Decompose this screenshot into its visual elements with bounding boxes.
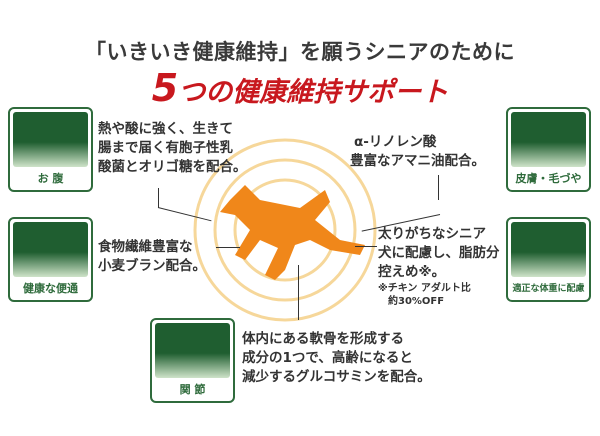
feature-text-joint: 体内にある軟骨を形成する 成分の1つで、高齢になると 減少するグルコサミンを配合… bbox=[242, 330, 431, 387]
feature-card-weight: 適正な体重に配慮 bbox=[506, 217, 591, 302]
feature-text-weight: 太りがちなシニア 犬に配慮し、脂肪分 控えめ※。 ※チキン アダルト比 約30%… bbox=[378, 225, 500, 308]
text-line: 減少するグルコサミンを配合。 bbox=[242, 369, 431, 385]
feature-card-skin-coat: 皮膚・毛づや bbox=[506, 107, 591, 192]
headline: 「いきいき健康維持」を願うシニアのために bbox=[85, 40, 515, 64]
feature-label: お 腹 bbox=[37, 172, 64, 185]
number-five: 5 bbox=[151, 66, 179, 110]
dog-weight-icon bbox=[511, 222, 586, 277]
text-line: 太りがちなシニア bbox=[378, 226, 486, 242]
feature-label: 健康な便通 bbox=[23, 282, 78, 295]
text-line: 豊富なアマニ油配合。 bbox=[350, 153, 485, 169]
ring bbox=[233, 178, 337, 282]
ring bbox=[213, 158, 357, 302]
ring bbox=[193, 138, 377, 322]
text-line: 熱や酸に強く、生きて bbox=[98, 121, 233, 137]
feature-text-skin-coat: α-リノレン酸 豊富なアマニ油配合。 bbox=[350, 133, 485, 171]
text-line: 食物繊維豊富な bbox=[98, 239, 193, 255]
feature-card-bowel: 健康な便通 bbox=[8, 217, 93, 302]
center-dog-illustration bbox=[193, 138, 377, 322]
feature-text-stomach: 熱や酸に強く、生きて 腸まで届く有胞子性乳 酸菌とオリゴ糖を配合。 bbox=[98, 120, 247, 177]
text-line: 控えめ※。 bbox=[378, 264, 446, 280]
feature-label: 皮膚・毛づや bbox=[515, 172, 582, 185]
shiny-dog-icon bbox=[511, 112, 586, 167]
feature-label: 関 節 bbox=[179, 383, 206, 396]
feature-card-joint: 関 節 bbox=[150, 318, 235, 403]
footnote: 約30%OFF bbox=[388, 296, 445, 307]
text-line: 成分の1つで、高齢になると bbox=[242, 350, 413, 366]
text-line: 小麦ブラン配合。 bbox=[98, 258, 206, 274]
text-line: α-リノレン酸 bbox=[354, 134, 437, 150]
feature-label: 適正な体重に配慮 bbox=[512, 284, 585, 294]
dog-silhouette bbox=[220, 185, 365, 280]
feature-text-bowel: 食物繊維豊富な 小麦ブラン配合。 bbox=[98, 238, 206, 276]
text-line: 酸菌とオリゴ糖を配合。 bbox=[98, 159, 247, 175]
intestine-icon bbox=[13, 112, 88, 167]
text-line: 犬に配慮し、脂肪分 bbox=[378, 245, 500, 261]
footnote: ※チキン アダルト比 bbox=[378, 283, 471, 294]
feature-card-stomach: お 腹 bbox=[8, 107, 93, 192]
joint-icon bbox=[155, 323, 230, 378]
subheadline: 5つの健康維持サポート bbox=[0, 66, 600, 110]
text-line: 体内にある軟骨を形成する bbox=[242, 331, 404, 347]
subheadline-text: つの健康維持サポート bbox=[178, 77, 449, 108]
text-line: 腸まで届く有胞子性乳 bbox=[98, 140, 233, 156]
colon-icon bbox=[13, 222, 88, 277]
